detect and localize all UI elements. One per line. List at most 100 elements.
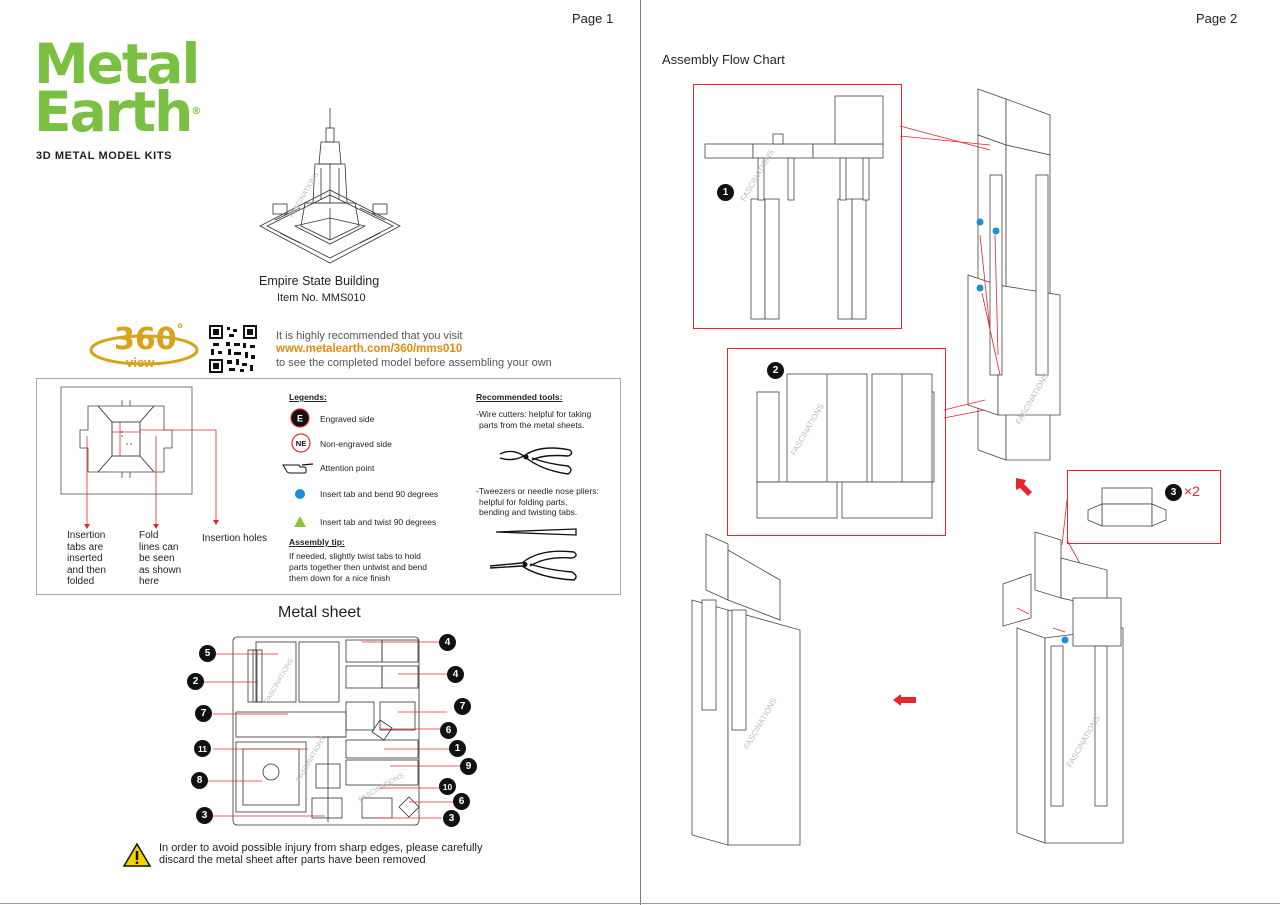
warning-line-1: In order to avoid possible injury from s… bbox=[159, 842, 483, 854]
green-triangle-icon bbox=[294, 516, 306, 527]
tool-line: -Wire cutters: helpful for taking bbox=[476, 409, 592, 419]
legend-bend-90: Insert tab and bend 90 degrees bbox=[320, 489, 439, 499]
fold-diagram bbox=[60, 386, 219, 529]
step-3-badge: 3 bbox=[1165, 484, 1182, 501]
callout-9: 9 bbox=[460, 758, 477, 775]
callout-5: 5 bbox=[199, 645, 216, 662]
tweezers-icon bbox=[495, 528, 577, 536]
step-3-multiplier: ×2 bbox=[1184, 483, 1200, 499]
warning-line-2: discard the metal sheet after parts have… bbox=[159, 854, 426, 866]
tools-title: Recommended tools: bbox=[476, 392, 563, 402]
badge-degree: ° bbox=[176, 322, 184, 338]
logo-line-2: Earth® bbox=[34, 85, 202, 140]
assembly-tip-text: If needed, slightly twist tabs to hold p… bbox=[289, 551, 427, 584]
page-2-label: Page 2 bbox=[1196, 11, 1238, 26]
tool-line: helpful for folding parts, bbox=[479, 496, 568, 507]
callout-1: 1 bbox=[449, 740, 466, 757]
fold-lines-line: lines can bbox=[139, 541, 179, 553]
fold-lines-label: Fold lines can be seen as shown here bbox=[139, 530, 181, 588]
watermark-text: FASCINATIONS bbox=[264, 657, 296, 705]
assembly-tip-title: Assembly tip: bbox=[289, 537, 345, 547]
tweezers-text: -Tweezers or needle nose pliers: helpful… bbox=[476, 486, 599, 518]
bottom-rule bbox=[0, 903, 1280, 904]
callout-6-lower: 6 bbox=[453, 793, 470, 810]
non-engraved-icon-letters: NE bbox=[296, 439, 306, 448]
wire-cutters-text: -Wire cutters: helpful for taking parts … bbox=[476, 409, 591, 430]
arrow-left-icon bbox=[893, 694, 916, 706]
insertion-holes-label: Insertion holes bbox=[202, 533, 268, 544]
callout-3-left: 3 bbox=[196, 807, 213, 824]
insertion-tabs-line: inserted bbox=[67, 553, 103, 564]
visit-url-link[interactable]: www.metalearth.com/360/mms010 bbox=[276, 343, 463, 355]
callout-7: 7 bbox=[195, 705, 212, 722]
logo-line-2-text: Earth bbox=[34, 80, 193, 144]
legend-non-engraved-text: Non-engraved side bbox=[320, 439, 392, 449]
model-item-number: Item No. MMS010 bbox=[277, 292, 366, 304]
tool-line: -Tweezers or needle nose pliers: bbox=[476, 486, 599, 496]
step-2-badge: 2 bbox=[767, 362, 784, 379]
insertion-tabs-label: Insertion tabs are inserted and then fol… bbox=[67, 530, 106, 588]
wire-cutters-icon bbox=[499, 447, 573, 475]
tool-line: bending and twisting tabs. bbox=[479, 507, 578, 517]
legend-attention-point: Attention point bbox=[320, 463, 375, 473]
insertion-tabs-line: tabs are bbox=[67, 541, 104, 553]
callout-4: 4 bbox=[447, 666, 464, 683]
step-3-box bbox=[1067, 470, 1221, 544]
tower-assembly-step-3: FASCINATIONS bbox=[1002, 531, 1124, 844]
fold-lines-line: here bbox=[139, 576, 160, 587]
legend-non-engraved: Non-engraved side bbox=[320, 439, 392, 449]
legend-panel bbox=[36, 378, 621, 595]
tip-line: parts together then untwist and bend bbox=[289, 562, 427, 572]
insertion-tabs-line: Insertion bbox=[67, 530, 106, 541]
non-engraved-side-icon: NE bbox=[290, 433, 312, 453]
empire-state-model-image: FASCINATIONS bbox=[259, 108, 401, 264]
tower-assembly-step-1: FASCINATIONS bbox=[967, 88, 1061, 461]
step-1-parts-drawing: FASCINATIONS bbox=[704, 95, 884, 320]
step-1-box bbox=[693, 84, 902, 329]
badge-360-number: 360° bbox=[114, 322, 184, 357]
flow-chart-title: Assembly Flow Chart bbox=[662, 52, 785, 67]
badge-number-text: 360 bbox=[114, 322, 177, 357]
pointing-hand-icon bbox=[282, 463, 314, 474]
tool-line: parts from the metal sheets. bbox=[479, 419, 585, 430]
legends-title: Legends: bbox=[289, 392, 327, 402]
insertion-tabs-line: folded bbox=[67, 576, 95, 587]
tip-line: them down for a nice finish bbox=[289, 573, 391, 583]
tower-assembly-step-4: FASCINATIONS bbox=[691, 533, 801, 846]
step-2-box bbox=[727, 348, 946, 536]
callout-11: 11 bbox=[194, 740, 211, 757]
fold-lines-line: Fold bbox=[139, 530, 159, 541]
step-2-parts-drawing: FASCINATIONS bbox=[756, 373, 935, 519]
legend-twist-90: Insert tab and twist 90 degrees bbox=[320, 517, 437, 527]
callout-4-top: 4 bbox=[439, 634, 456, 651]
callout-2: 2 bbox=[187, 673, 204, 690]
metal-sheet-diagram: FASCINATIONS FASCINATIONS FASCINATIONS bbox=[204, 636, 460, 826]
engraved-side-icon: E bbox=[290, 408, 310, 428]
callout-7-right: 7 bbox=[454, 698, 471, 715]
metal-earth-logo: Metal Earth® bbox=[34, 32, 202, 140]
callout-8: 8 bbox=[191, 772, 208, 789]
watermark-text: FASCINATIONS bbox=[289, 171, 321, 219]
visit-line-1: It is highly recommended that you visit bbox=[276, 330, 463, 342]
page-1-label: Page 1 bbox=[572, 11, 614, 26]
engraved-icon-letter: E bbox=[297, 414, 303, 424]
callout-3-right: 3 bbox=[443, 810, 460, 827]
step-3-part-drawing bbox=[1087, 487, 1167, 527]
callout-6: 6 bbox=[440, 722, 457, 739]
tip-line: If needed, slightly twist tabs to hold bbox=[289, 551, 421, 561]
logo-line-1: Metal bbox=[34, 32, 200, 96]
model-name: Empire State Building bbox=[259, 274, 380, 288]
arrow-down-icon bbox=[1016, 478, 1032, 496]
callout-10: 10 bbox=[439, 778, 456, 795]
warning-triangle-icon bbox=[122, 842, 152, 867]
badge-view-word: view bbox=[126, 355, 155, 370]
legend-engraved: Engraved side bbox=[320, 414, 375, 424]
registered-mark: ® bbox=[191, 106, 202, 117]
logo-tagline: 3D METAL MODEL KITS bbox=[36, 150, 173, 162]
page-divider bbox=[640, 0, 641, 905]
insertion-tabs-line: and then bbox=[67, 564, 106, 576]
badge-swoosh-icon bbox=[89, 334, 199, 366]
visit-line-3: to see the completed model before assemb… bbox=[276, 357, 552, 369]
fold-lines-line: as shown bbox=[139, 564, 182, 576]
qr-code-icon[interactable] bbox=[209, 325, 257, 373]
